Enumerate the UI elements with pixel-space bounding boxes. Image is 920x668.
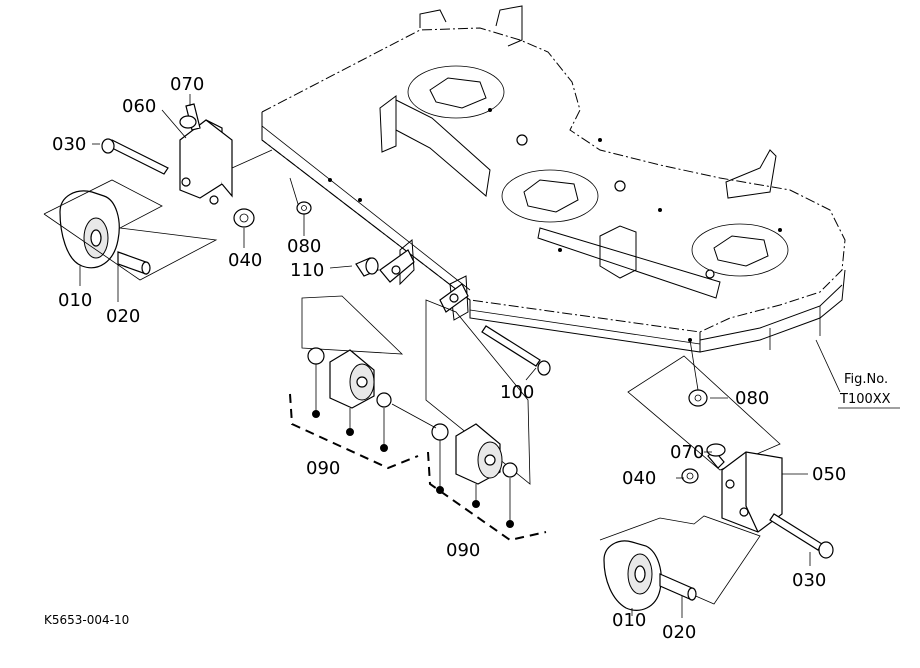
wheel-010-left — [59, 190, 120, 269]
nut-080-top — [296, 201, 312, 215]
spacer-020-right — [659, 573, 697, 601]
label-010-right: 010 — [612, 610, 646, 631]
figure-ref-line2: T100XX — [839, 392, 891, 407]
roller-assembly — [289, 249, 551, 542]
spacer-020-left — [117, 251, 151, 275]
label-030-right: 030 — [792, 570, 826, 591]
figure-reference: Fig.No. T100XX — [838, 372, 900, 409]
figure-ref-line1: Fig.No. — [844, 372, 888, 387]
bolt-030-right — [769, 513, 834, 559]
label-040-left: 040 — [228, 250, 262, 271]
label-070-top: 070 — [170, 74, 204, 95]
bolt-100 — [481, 325, 551, 376]
nut-040-right — [681, 468, 699, 484]
label-080-right: 080 — [735, 388, 769, 409]
mower-deck — [261, 5, 846, 353]
roller-090-b — [391, 403, 518, 528]
leader-lines — [79, 94, 841, 618]
drawing-code: K5653-004-10 — [44, 613, 129, 627]
label-020-left: 020 — [106, 306, 140, 327]
label-100: 100 — [500, 382, 534, 403]
label-010-left: 010 — [58, 290, 92, 311]
left-wheel-assembly — [43, 103, 312, 281]
bolt-070-right — [706, 443, 726, 469]
label-030-left: 030 — [52, 134, 86, 155]
nut-040-left — [233, 208, 255, 228]
label-090-a: 090 — [306, 458, 340, 479]
right-wheel-assembly — [599, 339, 834, 611]
label-050: 050 — [812, 464, 846, 485]
collar-110 — [355, 257, 379, 277]
label-040-right: 040 — [622, 468, 656, 489]
label-110: 110 — [290, 260, 324, 281]
bolt-070-left — [179, 103, 201, 131]
wheel-010-right — [603, 540, 662, 611]
nut-080-right — [688, 389, 708, 407]
label-060: 060 — [122, 96, 156, 117]
label-090-b: 090 — [446, 540, 480, 561]
label-020-right: 020 — [662, 622, 696, 643]
roller-090-a — [307, 347, 392, 452]
label-070-right: 070 — [670, 442, 704, 463]
callout-labels: 070 060 030 080 040 110 010 020 100 080 … — [52, 74, 846, 643]
label-080-top: 080 — [287, 236, 321, 257]
bolt-030-left — [101, 138, 169, 175]
